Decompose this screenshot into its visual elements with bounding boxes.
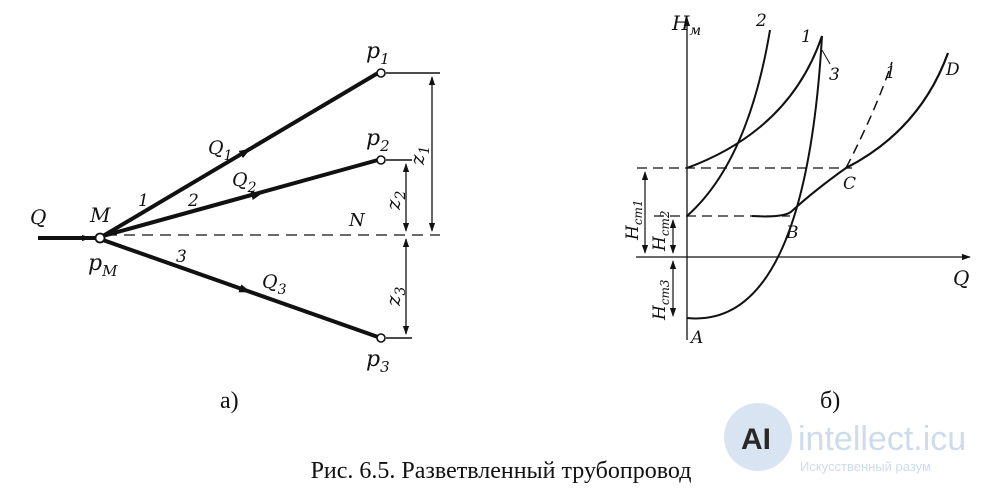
curve-3-label-leader bbox=[821, 49, 831, 65]
sublabel-b: б) bbox=[820, 388, 840, 414]
branch-2-pipe bbox=[102, 158, 379, 238]
branch-1-flow-arrow bbox=[194, 148, 252, 183]
branch-1-pressure-label: p1 bbox=[366, 39, 390, 68]
branch-3-flow-label: Q3 bbox=[262, 271, 287, 298]
watermark-logo-icon bbox=[724, 403, 792, 471]
curve-summary-cd bbox=[845, 52, 950, 169]
curve-label-2: 2 bbox=[755, 11, 767, 31]
elevation-label-z2: z2 bbox=[381, 190, 409, 211]
junction-pressure-label: pM bbox=[88, 251, 118, 280]
curve-label-1-dashed: 1 bbox=[885, 63, 896, 83]
branch-1-number: 1 bbox=[138, 191, 149, 211]
sublabel-a: а) bbox=[220, 388, 239, 414]
watermark-logo-text: AI bbox=[741, 423, 771, 456]
curve-label-1: 1 bbox=[801, 27, 812, 47]
elevation-label-z1: z1 bbox=[405, 146, 433, 166]
branch-1-end-node bbox=[376, 68, 386, 78]
hst2-label: Hст2 bbox=[650, 210, 672, 252]
branch-2-flow-label: Q2 bbox=[232, 169, 257, 196]
branched-pipeline-scheme: Q M pM N 1 2 3 Q1 Q2 Q3 p1 p2 p3 z1 z2 z… bbox=[30, 39, 440, 414]
branch-2-pressure-label: p2 bbox=[366, 126, 390, 155]
junction-node-m bbox=[94, 232, 106, 244]
inlet-flow-label: Q bbox=[30, 205, 46, 229]
curve-1-branch bbox=[686, 35, 823, 169]
hst3-label: Hст3 bbox=[650, 279, 672, 321]
branch-2-end-node bbox=[376, 155, 386, 165]
y-axis-label: Hм bbox=[671, 11, 701, 39]
branch-1-flow-label: Q1 bbox=[208, 137, 233, 164]
branch-3-number: 3 bbox=[176, 247, 187, 267]
elevation-label-z3: z3 bbox=[381, 286, 409, 307]
curve-label-3: 3 bbox=[829, 65, 840, 85]
point-label-a: A bbox=[689, 328, 703, 348]
x-axis-label: Q bbox=[953, 266, 969, 290]
point-label-c: C bbox=[843, 174, 856, 194]
head-flow-characteristics: Hм Q 2 1 3 1 A B C D Hст1 Hст2 Hст3 б) bbox=[623, 11, 971, 414]
watermark-name: intellect.icu bbox=[798, 420, 966, 458]
branch-3-end-node bbox=[376, 333, 386, 343]
branch-2-number: 2 bbox=[187, 191, 199, 211]
watermark-tagline: Искусственный разум bbox=[800, 459, 931, 474]
branch-3-pressure-label: p3 bbox=[366, 347, 390, 376]
curve-2-branch bbox=[686, 29, 771, 217]
curve-1-extension-dashed bbox=[845, 61, 893, 169]
point-label-b: B bbox=[785, 223, 799, 243]
branch-3-flow-arrow bbox=[199, 273, 252, 293]
hst1-label: Hст1 bbox=[623, 199, 645, 241]
curve-summary-bd bbox=[751, 167, 847, 218]
datum-label-n: N bbox=[348, 210, 366, 231]
figure-caption: Рис. 6.5. Разветвленный трубопровод bbox=[311, 458, 692, 484]
curve-3-branch bbox=[686, 35, 823, 320]
junction-label-m: M bbox=[89, 203, 111, 227]
point-label-d: D bbox=[945, 60, 960, 80]
watermark: AI intellect.icu Искусственный разум bbox=[724, 403, 966, 474]
branch-2-flow-arrow bbox=[204, 191, 264, 210]
